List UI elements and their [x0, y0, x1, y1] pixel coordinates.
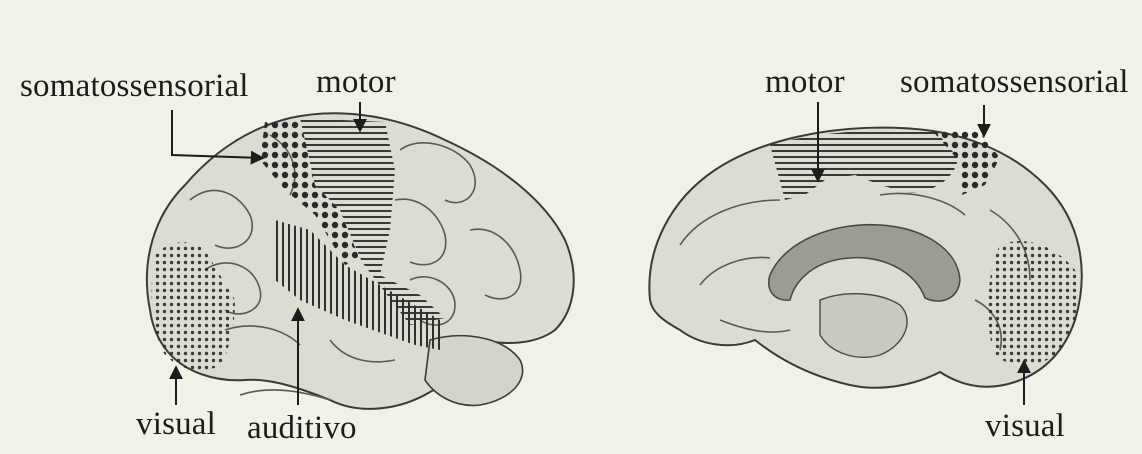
- medial-visual-area: [988, 241, 1079, 365]
- label-right-motor: motor: [765, 66, 845, 99]
- medial-brainstem: [820, 294, 907, 358]
- medial-brain: [649, 128, 1081, 388]
- label-left-auditory: auditivo: [247, 412, 357, 445]
- lateral-brain: [147, 113, 574, 409]
- label-left-somatosensory: somatossensorial: [20, 70, 249, 103]
- label-left-motor: motor: [316, 66, 396, 99]
- label-left-visual: visual: [136, 408, 216, 441]
- label-right-visual: visual: [985, 410, 1065, 443]
- label-right-somatosensory: somatossensorial: [900, 66, 1129, 99]
